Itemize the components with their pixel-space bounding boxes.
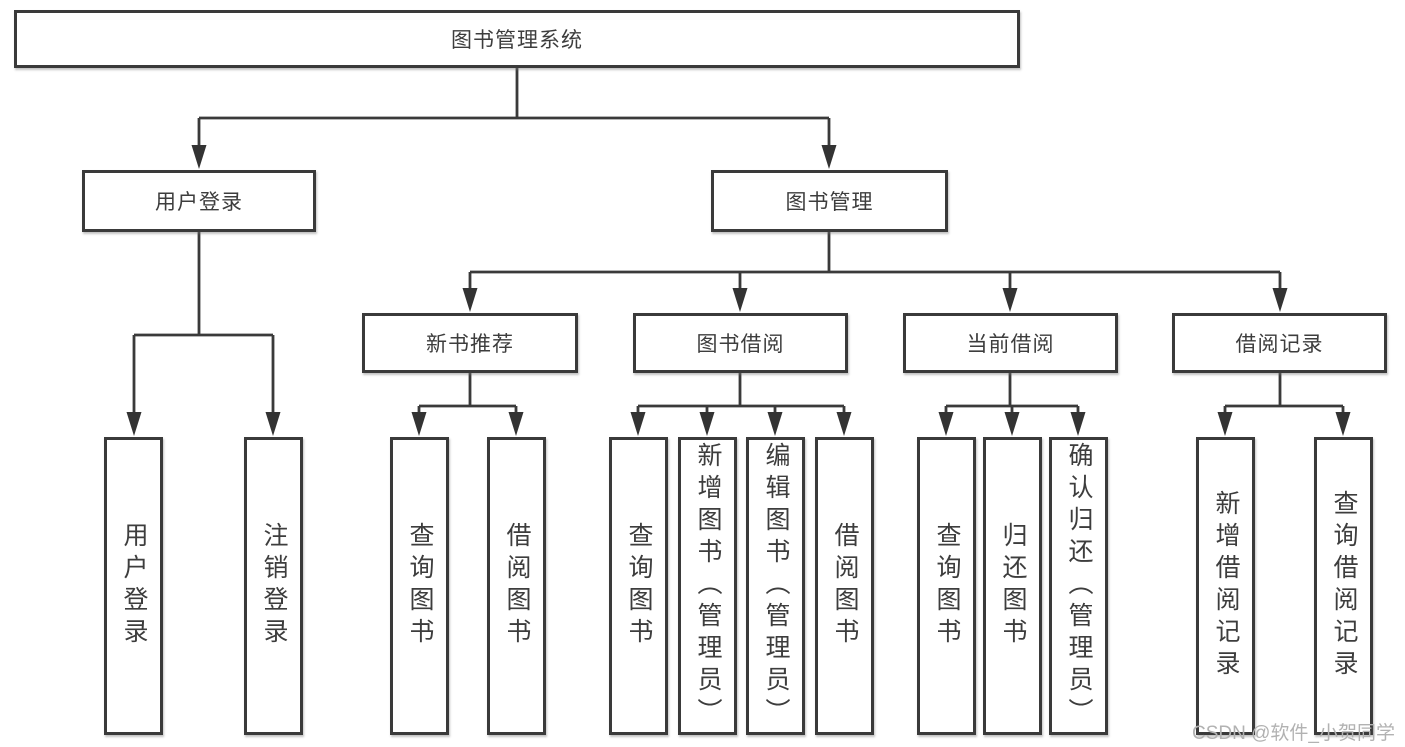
connector-root-to-level2 — [191, 68, 837, 169]
leaf-logout-label: 注销登录 — [260, 522, 288, 650]
leaf-borrow-borrow-books: 借阅图书 — [815, 437, 874, 735]
leaf-add-books-admin-label: 新增图书（管理员） — [694, 442, 722, 730]
node-book-borrow: 图书借阅 — [633, 313, 848, 373]
leaf-add-books-admin: 新增图书（管理员） — [678, 437, 737, 735]
leaf-current-query-books-label: 查询图书 — [933, 522, 961, 650]
leaf-newbook-query-books-label: 查询图书 — [406, 522, 434, 650]
leaf-newbook-borrow-books-label: 借阅图书 — [503, 522, 531, 650]
leaf-logout: 注销登录 — [244, 437, 303, 735]
leaf-add-borrow-record-label: 新增借阅记录 — [1212, 490, 1240, 682]
leaf-borrow-query-books: 查询图书 — [609, 437, 668, 735]
connector-new-book-children — [411, 373, 524, 436]
node-current-borrow: 当前借阅 — [903, 313, 1118, 373]
node-root-label: 图书管理系统 — [451, 29, 583, 52]
node-new-book-recommend-label: 新书推荐 — [426, 333, 514, 356]
leaf-borrow-query-books-label: 查询图书 — [625, 522, 653, 650]
watermark: CSDN @软件_小贺同学 — [1192, 723, 1395, 744]
node-user-login-label: 用户登录 — [155, 191, 243, 214]
connector-current-borrow-children — [938, 373, 1086, 436]
connector-borrow-records-children — [1217, 373, 1351, 436]
node-borrow-records-label: 借阅记录 — [1235, 333, 1324, 356]
leaf-newbook-borrow-books: 借阅图书 — [487, 437, 546, 735]
node-book-management-label: 图书管理 — [785, 191, 874, 214]
node-new-book-recommend: 新书推荐 — [362, 313, 578, 373]
leaf-user-login: 用户登录 — [104, 437, 163, 735]
leaf-query-borrow-record-label: 查询借阅记录 — [1330, 490, 1358, 682]
leaf-add-borrow-record: 新增借阅记录 — [1196, 437, 1255, 735]
leaf-borrow-borrow-books-label: 借阅图书 — [831, 522, 859, 650]
node-book-borrow-label: 图书借阅 — [696, 333, 785, 356]
leaf-user-login-label: 用户登录 — [120, 522, 148, 650]
leaf-return-books: 归还图书 — [983, 437, 1042, 735]
leaf-query-borrow-record: 查询借阅记录 — [1314, 437, 1373, 735]
connector-user-login-children — [126, 232, 281, 436]
leaf-current-query-books: 查询图书 — [917, 437, 976, 735]
leaf-return-books-label: 归还图书 — [999, 522, 1027, 650]
leaf-confirm-return-admin-label: 确认归还（管理员） — [1065, 442, 1093, 730]
node-book-management: 图书管理 — [711, 170, 948, 232]
node-current-borrow-label: 当前借阅 — [966, 333, 1055, 356]
leaf-edit-books-admin: 编辑图书（管理员） — [746, 437, 805, 735]
connector-book-management-children — [462, 232, 1288, 312]
leaf-confirm-return-admin: 确认归还（管理员） — [1049, 437, 1108, 735]
connector-book-borrow-children — [630, 373, 852, 436]
node-user-login: 用户登录 — [82, 170, 316, 232]
leaf-newbook-query-books: 查询图书 — [390, 437, 449, 735]
node-borrow-records: 借阅记录 — [1172, 313, 1387, 373]
node-root: 图书管理系统 — [14, 10, 1020, 68]
leaf-edit-books-admin-label: 编辑图书（管理员） — [762, 442, 790, 730]
